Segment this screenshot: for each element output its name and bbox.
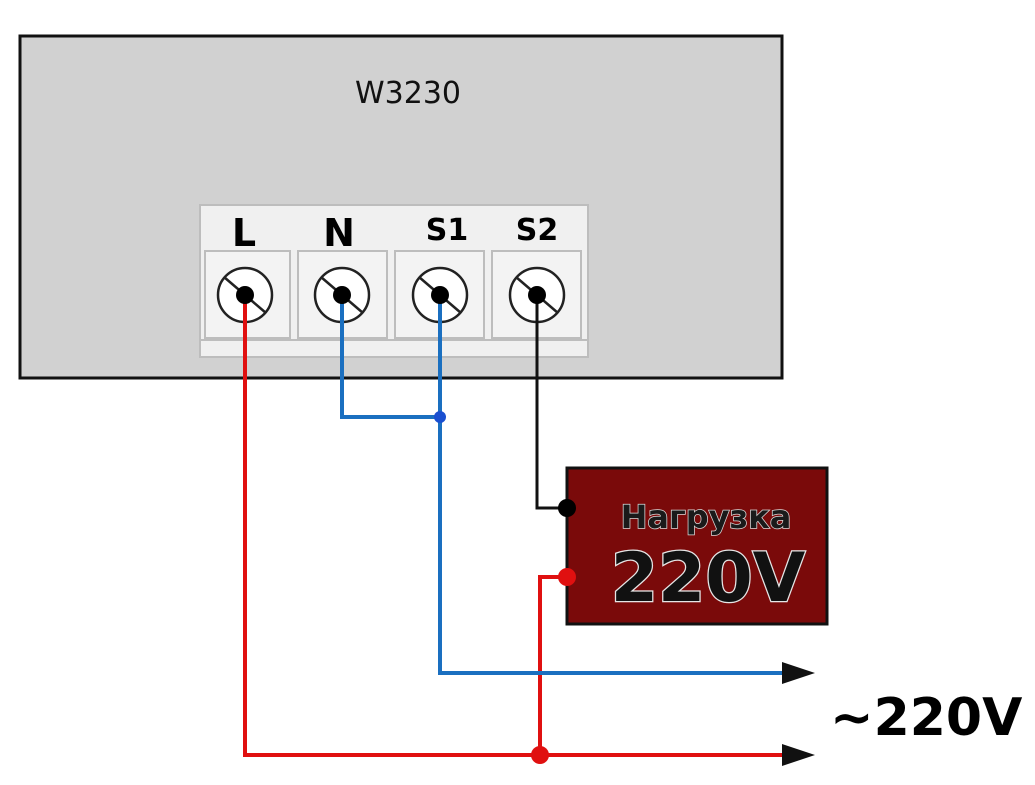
wire-neutral-n: [340, 295, 440, 419]
arrow-phase-supply: [782, 744, 815, 766]
junction-dot-neutral: [434, 411, 446, 423]
terminal-label-s2: S2: [516, 213, 558, 248]
wire-load-s2: [535, 295, 567, 510]
wire-phase-to-load: [538, 575, 567, 755]
junction-dot-l: [236, 286, 254, 304]
junction-dot-s1: [431, 286, 449, 304]
load-title: Нагрузка: [621, 498, 792, 536]
terminal-label-n: N: [323, 211, 355, 255]
terminal-label-s1: S1: [426, 213, 468, 248]
junction-dot-phase-bottom: [531, 746, 549, 764]
supply-voltage-label: ~220V: [830, 688, 1022, 748]
junction-dot-s2: [528, 286, 546, 304]
load-terminal-dot-black: [558, 499, 576, 517]
junction-dot-n: [333, 286, 351, 304]
device-model-label: W3230: [355, 76, 461, 111]
arrow-neutral-supply: [782, 662, 815, 684]
terminal-label-l: L: [232, 211, 256, 255]
load-box: [565, 466, 829, 626]
wire-phase-l: [243, 295, 790, 757]
load-voltage: 220V: [611, 539, 806, 618]
load-terminal-dot-red: [558, 568, 576, 586]
